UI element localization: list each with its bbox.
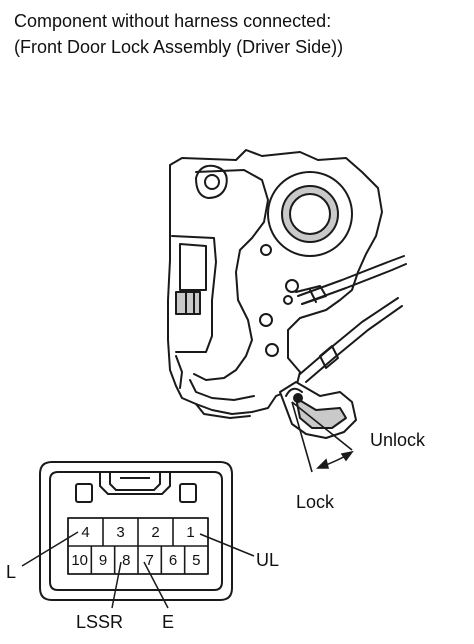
terminal-leader-lines [21,531,255,609]
terminal-label-e: E [162,612,174,632]
terminal-label-ul: UL [256,550,279,570]
connector-pin-7: 7 [145,552,153,569]
connector-pin-2: 2 [151,524,159,541]
connector-pin-3: 3 [116,524,124,541]
connector-pin-8: 8 [122,552,130,569]
diagram-title-line-1: Component without harness connected: [14,11,332,31]
lock-unlock-indicator [291,401,354,473]
lock-label: Lock [296,492,335,512]
connector-pin-10: 10 [71,552,88,569]
connector-pin-6: 6 [169,552,177,569]
connector-pin-grid [68,518,208,574]
diagram-title-line-2: (Front Door Lock Assembly (Driver Side)) [14,37,344,57]
connector-pin-1: 1 [186,524,194,541]
connector-pin-5: 5 [192,552,200,569]
terminal-label-l: L [6,562,16,582]
connector-face-illustration [39,461,233,601]
door-lock-assembly-illustration [167,149,407,439]
unlock-label: Unlock [370,430,426,450]
connector-pin-4: 4 [81,524,89,541]
terminal-label-lssr: LSSR [76,612,123,632]
connector-pin-9: 9 [99,552,107,569]
